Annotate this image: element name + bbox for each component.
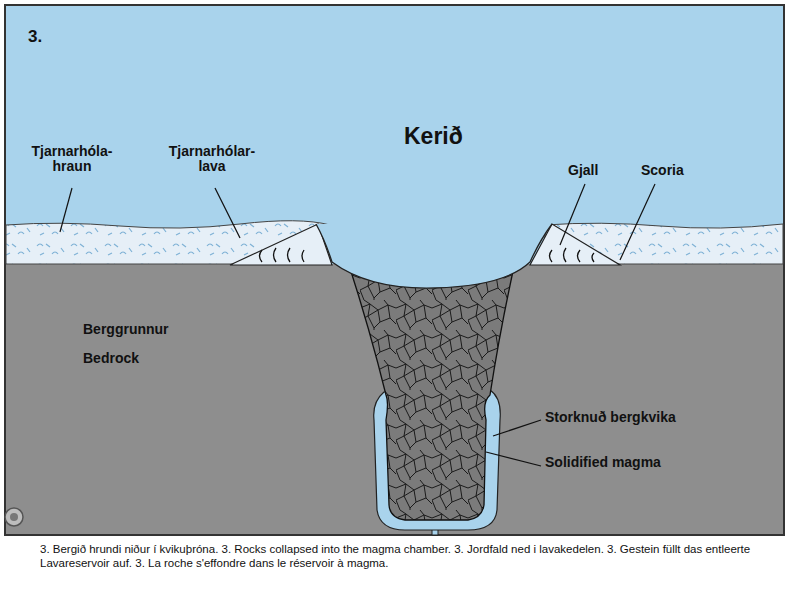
scoria-label: Gjall <box>568 163 598 178</box>
bedrock-label: Berggrunnur <box>83 322 169 337</box>
lava-label: Tjarnarhólar- lava <box>158 144 266 175</box>
caption: 3. Bergið hrundi niður í kvikuþróna. 3. … <box>40 542 782 571</box>
bedrock-label: Bedrock <box>83 351 139 366</box>
screw-head <box>10 513 18 521</box>
scoria-label: Scoria <box>641 163 684 178</box>
callout-number: 3. <box>28 28 42 47</box>
crater-name: Kerið <box>404 124 463 149</box>
magma-label: Solidified magma <box>545 455 661 470</box>
screw <box>5 508 23 526</box>
crater <box>316 224 552 288</box>
collapsed-rubble <box>348 262 515 520</box>
lava-label: Tjarnarhóla- hraun <box>18 144 126 175</box>
magma-label: Storknuð bergkvika <box>545 410 676 425</box>
